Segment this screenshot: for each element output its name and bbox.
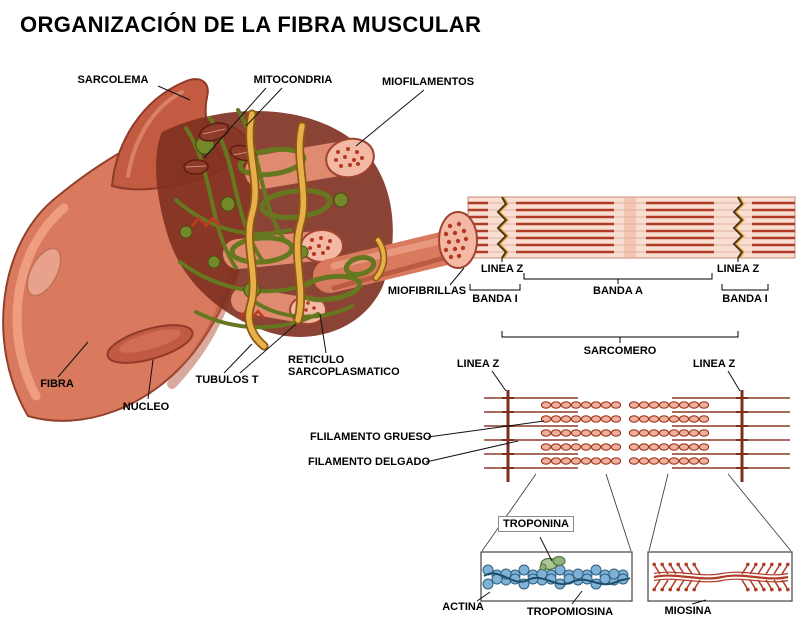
label-filamento-grueso: FLILAMENTO GRUESO [310,431,432,443]
label-miosina: MIOSINA [664,605,712,617]
myosin-filament [651,561,791,593]
filament-schematic [484,390,790,482]
label-actina: ACTINA [442,601,484,613]
label-linea-z-sarcomere-left: LINEA Z [456,358,500,370]
label-troponina: TROPONINA [498,516,574,532]
label-reticulo-sarcoplasmatico: RETICULO SARCOPLASMATICO [288,354,400,378]
edge-nucleus [26,247,62,297]
label-linea-z-banda-left: LINEA Z [480,263,524,275]
z-line-left [496,196,508,259]
myofibril-end-cap [438,211,478,269]
label-mitocondria: MITOCONDRIA [253,74,333,86]
label-nucleo: NUCLEO [122,401,170,413]
label-miofilamentos: MIOFILAMENTOS [381,76,475,88]
page-title: ORGANIZACIÓN DE LA FIBRA MUSCULAR [20,12,482,37]
label-sarcomero: SARCOMERO [583,345,657,357]
cutaway-interior [156,108,478,351]
label-filamento-delgado: FILAMENTO DELGADO [308,456,431,468]
t-tubules [244,109,388,351]
thin-filaments [484,397,790,469]
callout-lines [481,473,792,552]
label-linea-z-sarcomere-right: LINEA Z [692,358,736,370]
leader-lines [57,85,741,605]
myosin-detail-box [647,551,793,602]
m-line-stripe [624,198,636,257]
sarcomere-band-diagram [467,196,796,343]
label-sarcolema: SARCOLEMA [77,74,149,86]
myofilament-stripes [468,201,795,254]
actin-detail-box [480,551,633,602]
tropomyosin-strand [483,572,631,586]
label-banda-a: BANDA A [593,285,643,297]
band-brackets [469,258,769,343]
label-miofibrillas: MIOFIBRILLAS [387,285,467,297]
label-fibra: FIBRA [40,378,74,390]
label-banda-i-right: BANDA I [722,293,768,305]
label-tubulos-t: TUBULOS T [195,374,259,386]
troponin-complex [539,555,566,571]
label-banda-i-left: BANDA I [472,293,518,305]
z-line-right [732,196,744,259]
label-linea-z-banda-right: LINEA Z [716,263,760,275]
label-tropomiosina: TROPOMIOSINA [526,606,614,618]
thick-filaments [540,401,710,465]
